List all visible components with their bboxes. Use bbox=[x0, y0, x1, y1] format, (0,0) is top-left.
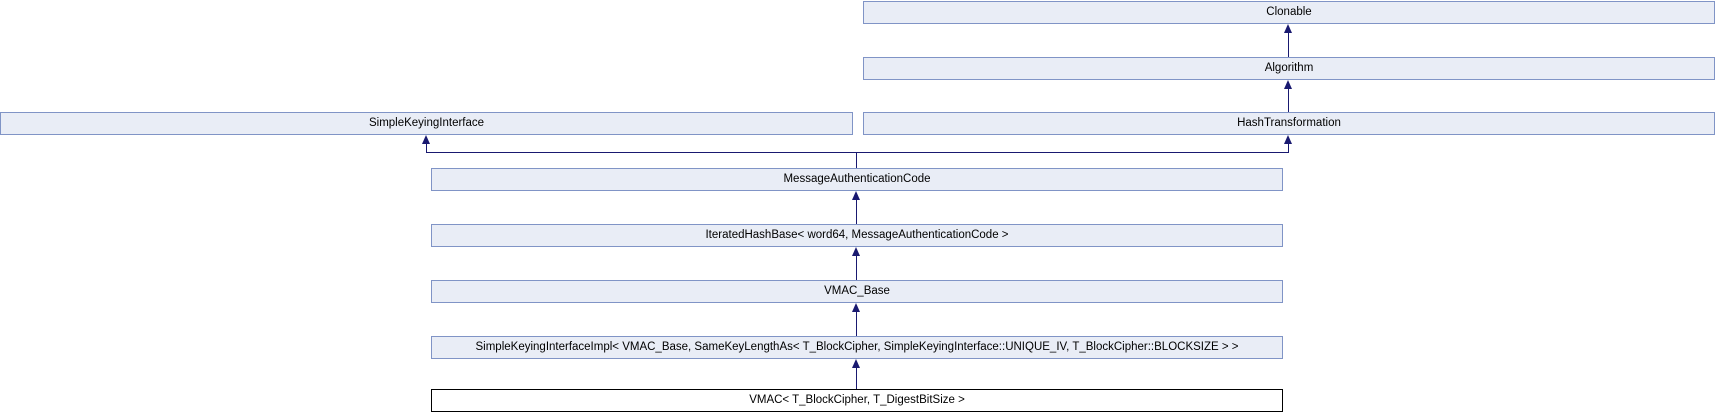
class-node-simple-keying-interface-impl[interactable]: SimpleKeyingInterfaceImpl< VMAC_Base, Sa… bbox=[431, 336, 1283, 359]
class-node-vmac-base[interactable]: VMAC_Base bbox=[431, 280, 1283, 303]
edge-mac-to-simple-keying-interface bbox=[426, 144, 427, 153]
edge-algorithm-to-clonable bbox=[1288, 33, 1289, 57]
inheritance-arrowhead bbox=[1284, 80, 1292, 89]
inheritance-arrowhead bbox=[852, 247, 860, 256]
inheritance-arrowhead bbox=[852, 303, 860, 312]
edge-iterated-hash-base-to-mac bbox=[856, 200, 857, 224]
inheritance-arrowhead bbox=[852, 191, 860, 200]
inheritance-arrowhead bbox=[1284, 135, 1292, 144]
edge-skii-to-vmac-base bbox=[856, 312, 857, 336]
class-node-clonable[interactable]: Clonable bbox=[863, 1, 1715, 24]
class-node-vmac-current: VMAC< T_BlockCipher, T_DigestBitSize > bbox=[431, 389, 1283, 412]
edge-mac-to-hash-transformation bbox=[1288, 144, 1289, 153]
inheritance-arrowhead bbox=[422, 135, 430, 144]
inheritance-arrowhead bbox=[1284, 24, 1292, 33]
edge-vmac-base-to-iterated-hash-base bbox=[856, 256, 857, 280]
class-node-message-authentication-code[interactable]: MessageAuthenticationCode bbox=[431, 168, 1283, 191]
class-node-simple-keying-interface[interactable]: SimpleKeyingInterface bbox=[0, 112, 853, 135]
inheritance-arrowhead bbox=[852, 359, 860, 368]
edge-mac-stub bbox=[856, 152, 857, 168]
class-node-hash-transformation[interactable]: HashTransformation bbox=[863, 112, 1715, 135]
edge-vmac-to-skii bbox=[856, 368, 857, 389]
class-node-algorithm[interactable]: Algorithm bbox=[863, 57, 1715, 80]
edge-hash-transformation-to-algorithm bbox=[1288, 89, 1289, 112]
class-node-iterated-hash-base[interactable]: IteratedHashBase< word64, MessageAuthent… bbox=[431, 224, 1283, 247]
edge-mac-parents-horizontal bbox=[426, 152, 1289, 153]
